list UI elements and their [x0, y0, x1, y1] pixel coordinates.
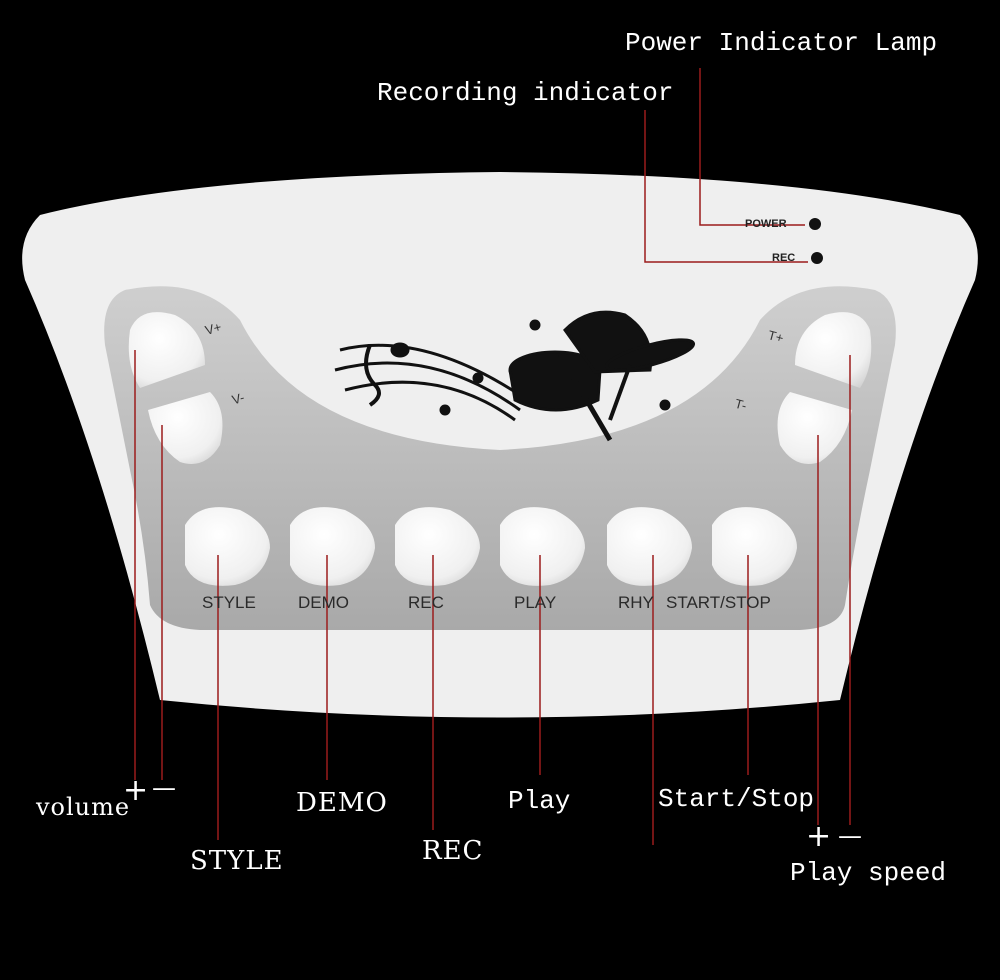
play-button: [500, 507, 585, 586]
v-plus-label: V+: [203, 319, 223, 338]
rec-button: [395, 507, 480, 586]
style-button-label: STYLE: [202, 593, 256, 612]
power-leader: [699, 68, 805, 226]
t-plus-button: [795, 312, 872, 388]
demo-callout: DEMO: [296, 788, 388, 818]
start-stop-button: [712, 507, 797, 586]
demo-button: [290, 507, 375, 586]
power-lamp: [809, 218, 821, 230]
volume-callout: volume: [36, 793, 131, 821]
demo-button-label: DEMO: [298, 593, 349, 612]
style-callout: STYLE: [190, 846, 284, 876]
volume-minus-sign: —: [152, 774, 176, 802]
power-panel-label: POWER: [745, 218, 787, 230]
rec-callout: REC: [422, 836, 484, 866]
rec-button-label: REC: [408, 593, 444, 612]
start-stop-callout: Start/Stop: [658, 784, 815, 814]
rec-indicator-leader: [644, 110, 808, 263]
rhy-button-label: RHY: [618, 593, 654, 612]
power-indicator-callout: Power Indicator Lamp: [625, 28, 938, 58]
recording-indicator-callout: Recording indicator: [377, 78, 674, 108]
rhy-button: [607, 507, 692, 586]
rec-lamp: [811, 252, 823, 264]
leader-lines: [134, 68, 851, 845]
v-plus-button: [128, 312, 205, 388]
play-speed-callout: Play speed: [790, 858, 947, 888]
t-plus-label: T+: [766, 327, 786, 346]
speed-minus-sign: —: [838, 822, 862, 850]
style-button: [185, 507, 270, 586]
rec-indicator-panel-label: REC: [772, 252, 796, 264]
start-stop-button-label: START/STOP: [666, 593, 771, 612]
v-minus-button: [148, 392, 223, 464]
drum-artwork: [334, 310, 696, 442]
t-minus-button: [777, 392, 852, 464]
play-button-label: PLAY: [514, 593, 557, 612]
speed-plus-sign: +: [806, 819, 832, 854]
main-buttons: [185, 507, 797, 586]
volume-plus-sign: +: [123, 773, 149, 808]
play-callout: Play: [508, 786, 571, 816]
